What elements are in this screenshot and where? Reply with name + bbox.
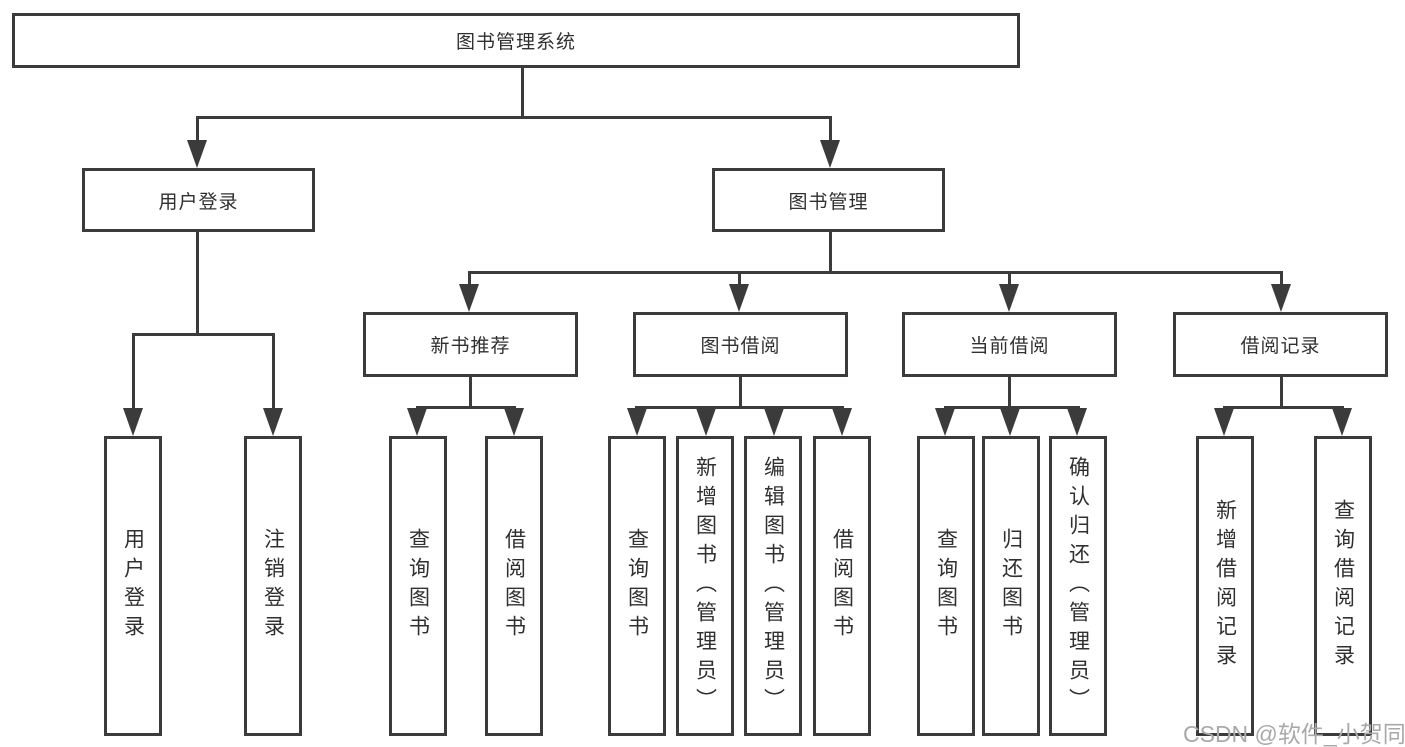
connector-line bbox=[1280, 273, 1283, 289]
leaf-borrow-add-label: 新增图书（管理员） bbox=[693, 455, 717, 717]
connector-line bbox=[1008, 273, 1011, 289]
arrow-down-icon bbox=[1067, 408, 1087, 436]
leaf-user-login-label: 用户登录 bbox=[121, 528, 145, 644]
leaf-current-query: 查询图书 bbox=[917, 436, 975, 736]
arrow-down-icon bbox=[187, 140, 207, 168]
arrow-down-icon bbox=[1271, 284, 1291, 312]
arrow-down-icon bbox=[407, 408, 427, 436]
watermark: CSDN @软件_小贺同学 bbox=[1183, 721, 1405, 747]
connector-line bbox=[469, 377, 472, 408]
arrow-down-icon bbox=[504, 408, 524, 436]
node-book-borrow-label: 图书借阅 bbox=[700, 336, 781, 357]
leaf-newbook-borrow-label: 借阅图书 bbox=[502, 528, 526, 644]
node-borrow-records-label: 借阅记录 bbox=[1240, 336, 1321, 357]
connector-line bbox=[196, 232, 199, 335]
leaf-records-query-label: 查询借阅记录 bbox=[1331, 499, 1355, 673]
connector-line bbox=[416, 406, 516, 409]
leaf-records-add: 新增借阅记录 bbox=[1196, 436, 1254, 736]
node-current-borrow: 当前借阅 bbox=[902, 312, 1117, 377]
arrow-down-icon bbox=[1332, 408, 1352, 436]
leaf-newbook-query-label: 查询图书 bbox=[406, 528, 430, 644]
node-root-label: 图书管理系统 bbox=[455, 32, 576, 53]
arrow-down-icon bbox=[820, 140, 840, 168]
leaf-current-confirm-label: 确认归还（管理员） bbox=[1066, 455, 1090, 717]
leaf-newbook-borrow: 借阅图书 bbox=[485, 436, 543, 736]
node-borrow-records: 借阅记录 bbox=[1173, 312, 1388, 377]
leaf-current-return: 归还图书 bbox=[982, 436, 1040, 736]
arrow-down-icon bbox=[999, 284, 1019, 312]
leaf-logout-label: 注销登录 bbox=[261, 528, 285, 644]
arrow-down-icon bbox=[1000, 408, 1020, 436]
connector-line bbox=[1280, 377, 1283, 408]
leaf-borrow-query: 查询图书 bbox=[608, 436, 666, 736]
connector-line bbox=[196, 118, 199, 144]
connector-line bbox=[829, 232, 832, 273]
arrow-down-icon bbox=[627, 408, 647, 436]
leaf-records-add-label: 新增借阅记录 bbox=[1213, 499, 1237, 673]
leaf-borrow-borrow: 借阅图书 bbox=[813, 436, 871, 736]
node-book-borrow: 图书借阅 bbox=[633, 312, 848, 377]
node-book-management: 图书管理 bbox=[712, 168, 945, 232]
connector-line bbox=[132, 335, 135, 413]
arrow-down-icon bbox=[832, 408, 852, 436]
connector-line bbox=[521, 68, 524, 118]
node-book-management-label: 图书管理 bbox=[788, 191, 869, 213]
leaf-records-query: 查询借阅记录 bbox=[1314, 436, 1372, 736]
arrow-down-icon bbox=[764, 408, 784, 436]
connector-line bbox=[738, 273, 741, 289]
node-new-book-recommend-label: 新书推荐 bbox=[430, 336, 511, 357]
arrow-down-icon bbox=[696, 408, 716, 436]
connector-line bbox=[132, 333, 275, 336]
arrow-down-icon bbox=[459, 284, 479, 312]
node-current-borrow-label: 当前借阅 bbox=[969, 336, 1050, 357]
connector-line bbox=[1008, 377, 1011, 408]
leaf-current-confirm: 确认归还（管理员） bbox=[1049, 436, 1107, 736]
connector-line bbox=[468, 273, 471, 289]
connector-line bbox=[272, 335, 275, 413]
leaf-borrow-add: 新增图书（管理员） bbox=[676, 436, 734, 736]
connector-line bbox=[635, 406, 844, 409]
arrow-down-icon bbox=[935, 408, 955, 436]
node-new-book-recommend: 新书推荐 bbox=[363, 312, 578, 377]
leaf-borrow-edit: 编辑图书（管理员） bbox=[744, 436, 802, 736]
arrow-down-icon bbox=[1214, 408, 1234, 436]
arrow-down-icon bbox=[729, 284, 749, 312]
node-user-login-label: 用户登录 bbox=[158, 191, 239, 213]
connector-line bbox=[468, 271, 1283, 274]
connector-line bbox=[739, 377, 742, 408]
node-root: 图书管理系统 bbox=[12, 13, 1020, 68]
connector-line bbox=[944, 406, 1080, 409]
arrow-down-icon bbox=[263, 408, 283, 436]
leaf-current-return-label: 归还图书 bbox=[999, 528, 1023, 644]
node-user-login: 用户登录 bbox=[82, 168, 315, 232]
leaf-current-query-label: 查询图书 bbox=[934, 528, 958, 644]
leaf-newbook-query: 查询图书 bbox=[389, 436, 447, 736]
connector-line bbox=[1223, 406, 1344, 409]
leaf-borrow-query-label: 查询图书 bbox=[625, 528, 649, 644]
leaf-logout: 注销登录 bbox=[244, 436, 302, 736]
connector-line bbox=[196, 116, 832, 119]
leaf-user-login: 用户登录 bbox=[104, 436, 162, 736]
connector-line bbox=[829, 118, 832, 144]
leaf-borrow-borrow-label: 借阅图书 bbox=[830, 528, 854, 644]
arrow-down-icon bbox=[123, 408, 143, 436]
leaf-borrow-edit-label: 编辑图书（管理员） bbox=[761, 455, 785, 717]
